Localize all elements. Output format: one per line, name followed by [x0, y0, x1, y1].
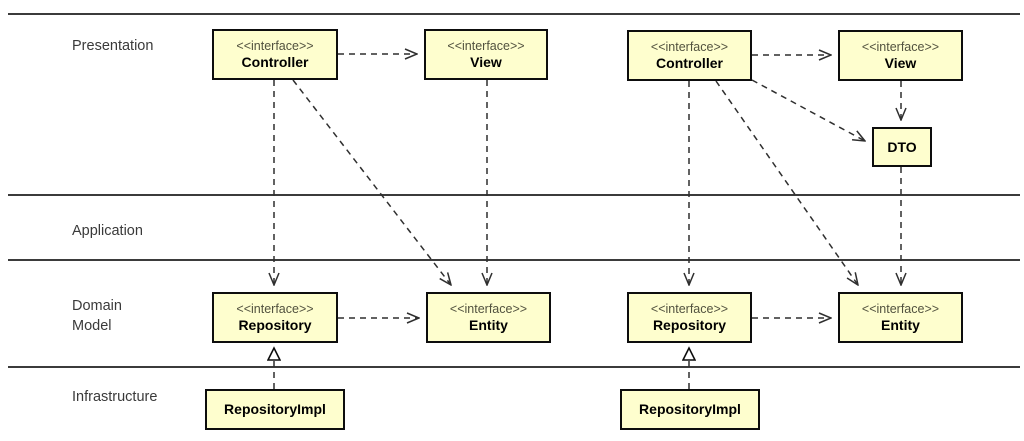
stereotype-label: <<interface>>: [236, 39, 314, 53]
node-name: Controller: [241, 54, 309, 70]
layer-label-application: Application: [72, 223, 143, 239]
layer-line-top: [8, 13, 1020, 15]
node-name: RepositoryImpl: [224, 401, 326, 417]
node-repositoryimpl-right: RepositoryImpl: [620, 389, 760, 430]
layer-label-infrastructure: Infrastructure: [72, 389, 158, 405]
node-repositoryimpl-left: RepositoryImpl: [205, 389, 345, 430]
stereotype-label: <<interface>>: [447, 39, 525, 53]
stereotype-label: <<interface>>: [861, 302, 940, 316]
layer-label-domain-model: Domain Model: [72, 298, 122, 334]
node-controller-left: <<interface>> Controller: [212, 29, 338, 80]
node-view-left: <<interface>> View: [424, 29, 548, 80]
stereotype-label: <<interface>>: [861, 40, 940, 54]
stereotype-label: <<interface>>: [449, 302, 528, 316]
layer-line-presentation-application: [8, 194, 1020, 196]
node-name: Entity: [469, 317, 508, 333]
node-name: RepositoryImpl: [639, 401, 741, 417]
node-name: View: [470, 54, 502, 70]
node-name: View: [884, 55, 917, 71]
node-name: Entity: [881, 317, 920, 333]
node-entity-right: <<interface>> Entity: [838, 292, 963, 343]
node-repository-right: <<interface>> Repository: [627, 292, 752, 343]
node-repository-left: <<interface>> Repository: [212, 292, 338, 343]
node-view-right: <<interface>> View: [838, 30, 963, 81]
edge-right-controller-to-dto: [751, 79, 865, 141]
layer-label-presentation: Presentation: [72, 38, 154, 54]
stereotype-label: <<interface>>: [650, 302, 729, 316]
layer-line-domain-infrastructure: [8, 366, 1020, 368]
node-name: Repository: [238, 317, 312, 333]
node-dto-right: DTO: [872, 127, 932, 167]
edge-left-controller-to-entity: [292, 79, 451, 285]
stereotype-label: <<interface>>: [236, 302, 314, 316]
stereotype-label: <<interface>>: [650, 40, 729, 54]
node-name: Controller: [656, 55, 723, 71]
node-entity-left: <<interface>> Entity: [426, 292, 551, 343]
node-name: Repository: [652, 317, 727, 333]
edge-right-controller-to-entity: [715, 80, 858, 285]
node-name: DTO: [887, 138, 917, 155]
node-controller-right: <<interface>> Controller: [627, 30, 752, 81]
layer-line-application-domain: [8, 259, 1020, 261]
